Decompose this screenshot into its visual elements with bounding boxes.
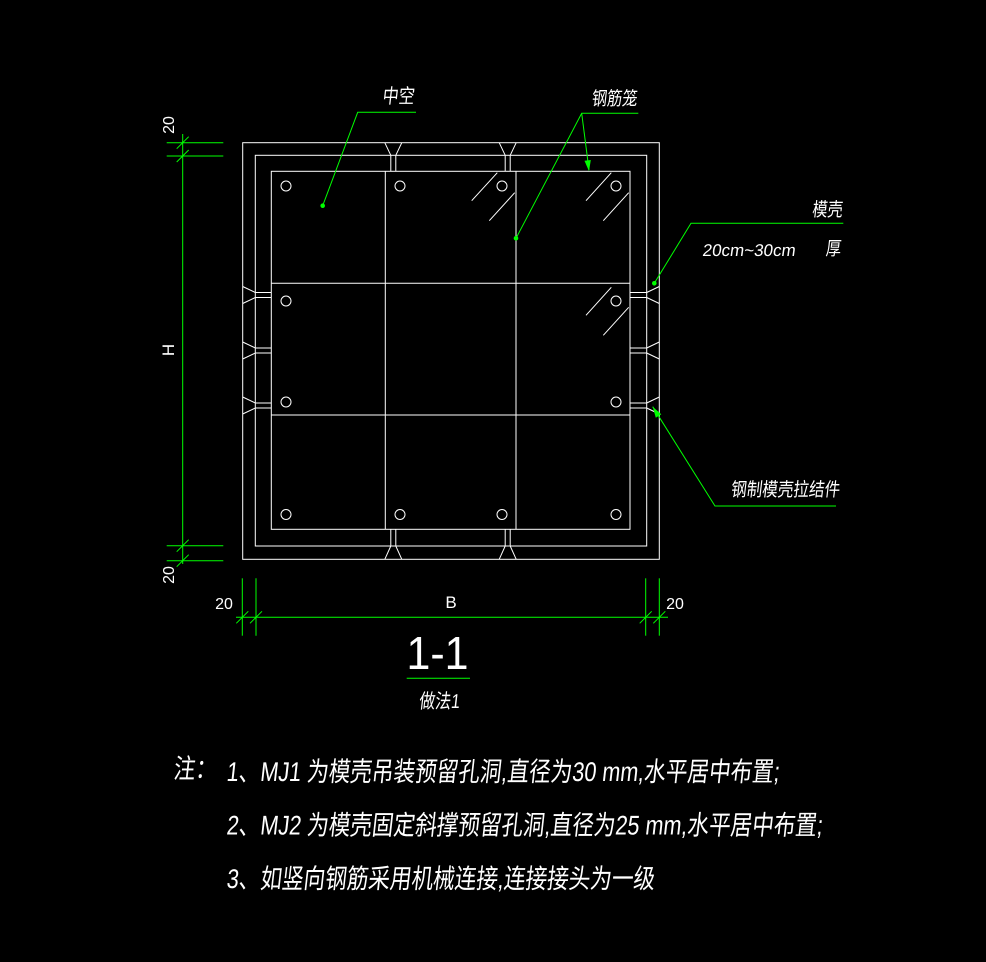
rebar-circle [610, 396, 622, 408]
hole-slash-pair [471, 172, 516, 222]
dim-shell-right-label: 20 [666, 596, 684, 613]
hollow-label: 中空 [382, 85, 416, 107]
bottom-dimension [235, 578, 668, 636]
tie-connector-left [242, 396, 272, 415]
rebar-cage-grid [270, 170, 631, 530]
tie-connector-top [384, 142, 403, 172]
leader-arrowhead [584, 160, 591, 172]
shell-label-line2: 厚 [825, 237, 843, 259]
tie-connector-right [630, 341, 660, 360]
section-method-label: 做法1 [418, 690, 461, 712]
tie-member-leader [652, 406, 836, 507]
rebar-circle [280, 180, 292, 192]
rebar-circle [280, 396, 292, 408]
rebar-cage-leader [515, 112, 639, 239]
hole-slash-pair [585, 286, 630, 336]
rebar-circle [280, 509, 292, 520]
rebar-circle [394, 180, 406, 192]
leader-arrowhead [652, 406, 662, 418]
mj-hole-slash-marks [471, 172, 630, 336]
section-title: 1-1 [407, 627, 469, 679]
tie-member-label: 钢制模壳拉结件 [730, 479, 842, 501]
leader-dot [652, 281, 657, 286]
dim-shell-left-label: 20 [215, 596, 233, 613]
rebar-cage-square [270, 170, 631, 530]
tie-connectors [242, 142, 660, 560]
dim-shell-bottom-label: 20 [161, 566, 178, 584]
formwork-shell-outline [242, 142, 660, 560]
hole-slash-pair [585, 172, 630, 222]
leader-dot [320, 203, 326, 208]
shell-inner-square [254, 154, 648, 547]
tie-connector-left [242, 286, 272, 304]
shell-label-line1: 模壳 [811, 198, 844, 220]
note-item-1: 1、MJ1 为模壳吊装预留孔洞,直径为30 mm,水平居中布置; [225, 757, 781, 788]
dimension-arrow-slashes [235, 610, 666, 624]
rebar-circle [394, 509, 406, 520]
notes-label: 注： [172, 754, 219, 785]
dimension-arrow-slashes [176, 136, 190, 568]
tie-connector-left [242, 341, 272, 360]
rebar-cage-label: 钢筋笼 [591, 87, 639, 109]
rebar-circle [610, 180, 622, 192]
left-dimension [166, 134, 224, 568]
tie-connector-bottom [384, 529, 403, 560]
shell-thickness-range-label: 20cm~30cm [701, 241, 797, 260]
hollow-leader [322, 111, 416, 206]
rebar-circle [610, 295, 622, 307]
tie-connector-right [630, 396, 660, 415]
rebar-circle [610, 509, 622, 520]
tie-connector-top [498, 142, 517, 172]
rebar-circle [496, 509, 508, 520]
shell-outer-square [242, 142, 660, 560]
drawing-text: 中空 钢筋笼 模壳 厚 20cm~30cm 钢制模壳拉结件 20 H 20 20… [159, 85, 844, 894]
dim-width-label: B [445, 593, 456, 612]
tie-connector-bottom [498, 529, 517, 560]
shell-thickness-leader [653, 222, 844, 284]
rebar-circle [280, 295, 292, 307]
dim-shell-top-label: 20 [161, 116, 178, 134]
rebar-circles [280, 180, 622, 520]
note-item-3: 3、如竖向钢筋采用机械连接,连接接头为一级 [225, 864, 657, 895]
dim-height-label: H [159, 344, 178, 356]
callout-leaders [320, 111, 844, 679]
note-item-2: 2、MJ2 为模壳固定斜撑预留孔洞,直径为25 mm,水平居中布置; [225, 810, 825, 841]
rebar-circle [496, 180, 508, 192]
leader-dot [513, 236, 519, 241]
tie-connector-right [630, 286, 660, 304]
